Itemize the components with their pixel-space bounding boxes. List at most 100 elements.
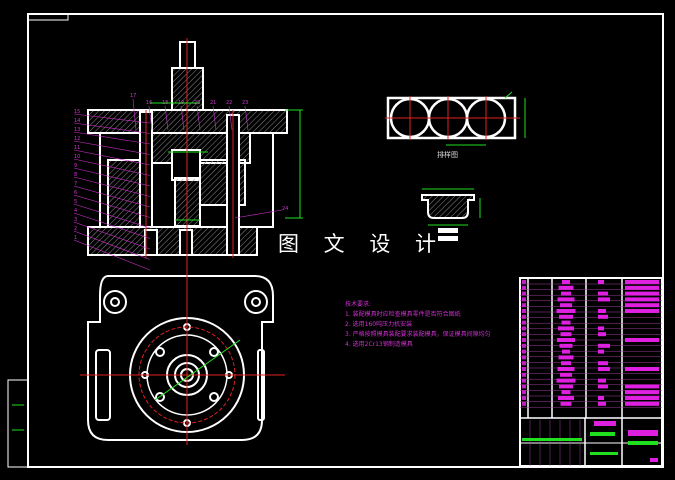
strip-layout-label: 排样图 [437,151,458,159]
bom-cell-text [522,361,526,366]
bom-cell-text [625,384,659,389]
bom-cell-text [558,396,574,400]
bom-cell-text [522,291,526,296]
bom-cell-text [625,396,659,400]
watermark: 图 文 设 计 [278,232,446,256]
title-cell-text [628,441,658,445]
notes-item: 3. 严格按照模具装配要求装配模具，保证模具间隙均匀 [345,331,491,338]
bom-cell-text [522,390,526,395]
drawing-frame [7,13,664,468]
bom-cell-text [558,285,574,290]
bom-cell-text [598,401,606,406]
title-cell-text [590,432,615,436]
bom-cell-text [522,355,526,360]
leader-line [73,221,151,250]
strip-centerlines [385,96,520,140]
cup-dimensions [422,188,481,226]
part-number-label: 3 [74,217,77,223]
leader-line [73,131,151,145]
leader-line [73,203,151,229]
title-block-border [519,277,663,467]
bom-cell-text [625,291,659,296]
part-number-label: 18 [162,100,168,106]
bom-cell-text [561,320,571,325]
bom-cell-text [625,309,659,313]
leader-line [164,105,169,131]
leader-line [244,105,249,131]
bom-cell-text [557,338,575,342]
bom-cell-text [522,378,526,383]
title-cell-text [628,430,658,436]
bom-cell-text [559,314,573,319]
cup-part [421,194,475,219]
bom-cell-text [598,361,608,366]
bom-cell-text [598,378,606,383]
plan-dimensions [154,339,241,401]
part-number-label: 15 [74,109,80,115]
leader-line [73,230,151,260]
leader-line [73,113,151,124]
leader-line [73,149,151,166]
bom-cell-text [562,280,570,284]
bom-cell-text [598,367,610,371]
bom-cell-text [561,361,571,366]
plan-view [87,275,274,441]
part-number-label: 1 [74,235,77,241]
bom-cell-text [625,303,659,308]
bom-cell-text [598,314,608,319]
notes-item: 1. 装配模具时应检查模具零件是否符合图纸 [345,311,461,318]
bom-cell-text [522,372,526,377]
bom-cell-text [598,309,606,313]
part-number-label: 24 [282,206,288,212]
title-cell-text [650,458,658,462]
part-number-label: 8 [74,172,77,178]
part-number-label: 19 [178,100,184,106]
bom-cell-text [522,280,526,284]
leader-line [73,185,151,208]
bom-cell-text [522,367,526,371]
bom-cell-text [558,326,574,331]
bom-cell-text [522,332,526,337]
section-dimensions [150,102,303,221]
notes-title: 技术要求: [345,301,372,308]
part-number-label: 23 [242,100,248,106]
part-number-label: 2 [74,226,77,232]
part-number-label: 5 [74,199,77,205]
bom-cell-text [560,332,572,337]
leader-line [196,105,201,131]
bom-cell-text [598,332,606,337]
bom-cell-text [522,349,526,354]
bom-cell-text [625,338,659,342]
part-number-label: 22 [226,100,232,106]
bom-cell-text [522,326,526,331]
bom-cell-text [522,303,526,308]
bom-cell-text [556,309,576,313]
bom-cell-text [625,401,659,406]
part-number-label: 11 [74,145,80,151]
notes-item: 4. 选用2Cr13钢制造模具 [345,341,413,348]
leader-line [73,158,151,176]
bom-cell-text [598,384,608,389]
leader-line [234,209,283,219]
part-number-label: 14 [74,118,80,124]
bom-cell-text [598,291,608,296]
bom-cell-text [559,343,573,348]
notes-item: 2. 选用160吨压力机安装 [345,321,413,328]
leader-line [73,122,151,134]
title-cell-text [522,438,582,441]
bom-cell-text [522,285,526,290]
cup-punch-detail [438,228,458,241]
part-number-label: 16 [146,100,152,106]
technical-requirements: 技术要求: 1. 装配模具时应检查模具零件是否符合图纸 2. 选用160吨压力机… [345,300,491,350]
part-number-label: 7 [74,181,77,187]
title-cell-text [590,452,618,455]
bom-cell-text [562,349,570,354]
bom-cell-text [560,303,572,308]
bom-cell-text [522,309,526,313]
bom-cell-text [522,338,526,342]
part-number-label: 13 [74,127,80,133]
bom-cell-text [522,396,526,400]
bom-cell-text [625,280,659,284]
